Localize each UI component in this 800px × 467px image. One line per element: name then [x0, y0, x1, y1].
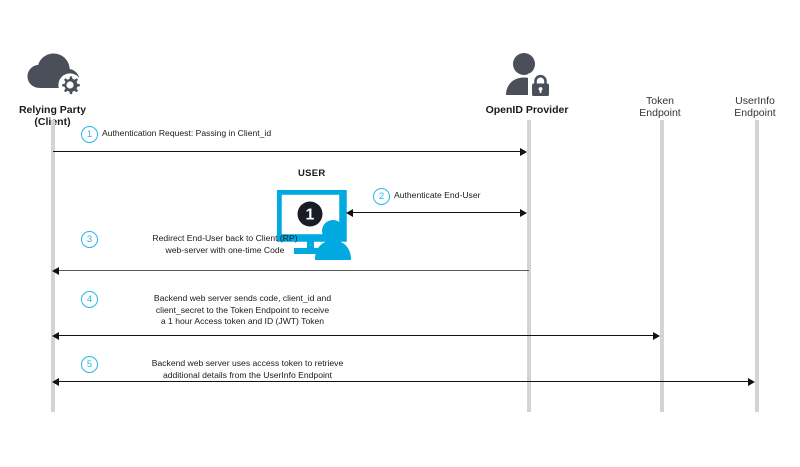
monitor-user-icon: 1: [274, 187, 351, 265]
step-number-5: 5: [81, 356, 98, 373]
lifeline-token-endpoint: [660, 120, 664, 412]
step-number-4: 4: [81, 291, 98, 308]
arrow-head-step-2-right: [520, 208, 527, 217]
arrow-head-step-1-right: [520, 147, 527, 156]
lifeline-userinfo-endpoint: [755, 120, 759, 412]
arrow-line-step-2: [352, 212, 522, 214]
arrow-head-step-4-left: [52, 331, 59, 340]
arrow-line-step-4: [58, 335, 655, 337]
step-text-5: Backend web server uses access token to …: [151, 358, 344, 380]
step-number-1: 1: [81, 126, 98, 143]
lifeline-relying-party: [51, 120, 55, 412]
arrow-head-step-5-left: [52, 377, 59, 386]
step-text-2: Authenticate End-User: [394, 190, 481, 200]
user-label: USER: [298, 168, 326, 179]
step-number-3: 3: [81, 231, 98, 248]
arrow-head-step-2-left: [346, 208, 353, 217]
step-number-2: 2: [373, 188, 390, 205]
arrow-line-step-3: [58, 270, 529, 272]
person-lock-icon: [503, 53, 553, 103]
arrow-head-step-5-right: [748, 377, 755, 386]
arrow-line-step-1: [53, 151, 522, 153]
actor-label-userinfo-endpoint: UserInfo Endpoint: [734, 95, 776, 119]
step-text-3: Redirect End-User back to Client (RP) we…: [152, 233, 298, 255]
step-text-4: Backend web server sends code, client_id…: [153, 293, 332, 327]
cloud-gear-icon: [26, 52, 82, 103]
actor-label-openid-provider: OpenID Provider: [485, 104, 569, 116]
monitor-badge-number: 1: [306, 207, 315, 224]
step-text-1: Authentication Request: Passing in Clien…: [102, 128, 272, 138]
arrow-line-step-5: [58, 381, 750, 383]
actor-label-token-endpoint: Token Endpoint: [639, 95, 681, 119]
arrow-head-step-3-left: [52, 266, 59, 275]
lifeline-openid-provider: [527, 120, 531, 412]
arrow-head-step-4-right: [653, 331, 660, 340]
